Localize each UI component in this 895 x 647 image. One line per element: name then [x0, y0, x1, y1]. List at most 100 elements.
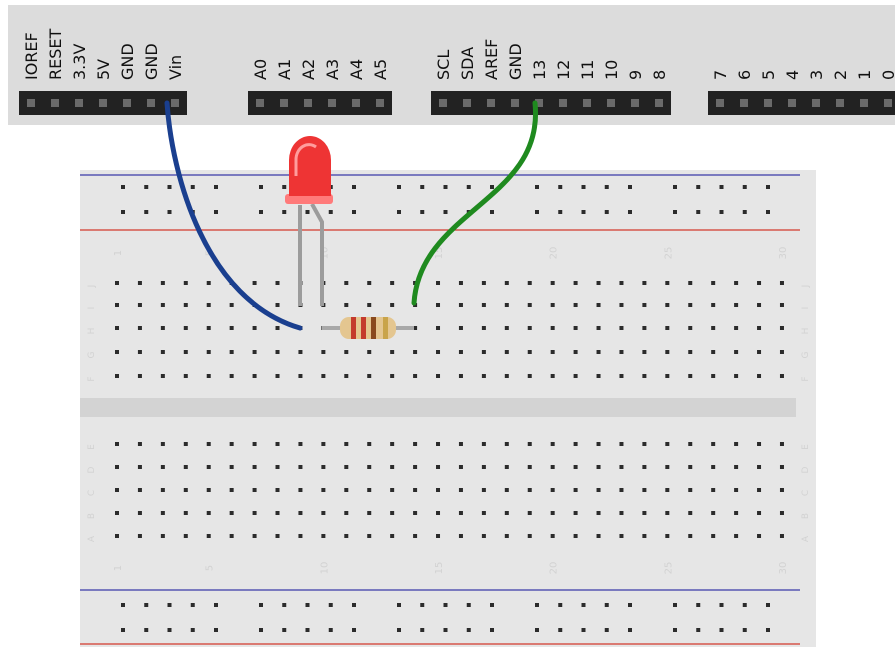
header-pin-hole[interactable]	[51, 99, 59, 107]
breadboard-hole[interactable]	[535, 628, 539, 632]
breadboard-hole[interactable]	[466, 185, 471, 189]
breadboard-hole[interactable]	[328, 603, 333, 607]
breadboard-hole[interactable]	[766, 210, 770, 214]
breadboard-hole[interactable]	[711, 442, 716, 446]
breadboard-hole[interactable]	[766, 185, 770, 189]
breadboard-hole[interactable]	[757, 534, 762, 538]
breadboard-hole[interactable]	[596, 374, 601, 378]
breadboard-hole[interactable]	[167, 185, 172, 189]
breadboard-hole[interactable]	[321, 465, 326, 469]
breadboard-hole[interactable]	[535, 185, 539, 189]
header-pin-hole[interactable]	[716, 99, 724, 107]
breadboard-hole[interactable]	[481, 511, 486, 515]
breadboard-hole[interactable]	[367, 488, 372, 492]
header-pin-hole[interactable]	[256, 99, 264, 107]
breadboard-hole[interactable]	[390, 534, 395, 538]
breadboard-hole[interactable]	[550, 303, 555, 307]
breadboard-hole[interactable]	[581, 628, 586, 632]
header-pin-hole[interactable]	[607, 99, 615, 107]
breadboard-hole[interactable]	[665, 442, 670, 446]
breadboard-hole[interactable]	[160, 350, 165, 354]
breadboard-hole[interactable]	[481, 534, 486, 538]
breadboard-hole[interactable]	[504, 534, 509, 538]
breadboard-hole[interactable]	[596, 281, 601, 285]
breadboard-hole[interactable]	[665, 488, 670, 492]
breadboard-hole[interactable]	[734, 511, 739, 515]
breadboard-hole[interactable]	[711, 303, 716, 307]
breadboard-hole[interactable]	[397, 185, 401, 189]
breadboard-hole[interactable]	[305, 603, 310, 607]
breadboard-hole[interactable]	[259, 185, 263, 189]
breadboard-hole[interactable]	[436, 281, 441, 285]
breadboard-hole[interactable]	[390, 511, 395, 515]
breadboard-hole[interactable]	[665, 350, 670, 354]
header-pin-hole[interactable]	[123, 99, 131, 107]
breadboard-hole[interactable]	[305, 628, 310, 632]
breadboard-hole[interactable]	[481, 326, 486, 330]
breadboard-hole[interactable]	[436, 442, 441, 446]
breadboard-hole[interactable]	[137, 442, 142, 446]
breadboard-hole[interactable]	[719, 603, 724, 607]
breadboard-hole[interactable]	[665, 534, 670, 538]
header-pin-hole[interactable]	[860, 99, 868, 107]
breadboard-hole[interactable]	[688, 534, 693, 538]
header-pin-hole[interactable]	[304, 99, 312, 107]
breadboard-hole[interactable]	[573, 350, 578, 354]
breadboard-hole[interactable]	[397, 628, 401, 632]
breadboard-hole[interactable]	[183, 281, 188, 285]
breadboard-hole[interactable]	[321, 350, 326, 354]
breadboard-hole[interactable]	[390, 465, 395, 469]
breadboard-hole[interactable]	[779, 511, 784, 515]
breadboard-hole[interactable]	[144, 628, 149, 632]
breadboard-hole[interactable]	[604, 628, 609, 632]
breadboard-hole[interactable]	[115, 374, 119, 378]
breadboard-hole[interactable]	[619, 534, 624, 538]
breadboard-hole[interactable]	[573, 326, 578, 330]
breadboard-hole[interactable]	[504, 350, 509, 354]
breadboard-hole[interactable]	[688, 303, 693, 307]
breadboard-hole[interactable]	[642, 534, 647, 538]
breadboard-hole[interactable]	[160, 374, 165, 378]
breadboard-hole[interactable]	[596, 303, 601, 307]
breadboard-hole[interactable]	[115, 442, 119, 446]
breadboard-hole[interactable]	[183, 303, 188, 307]
breadboard-hole[interactable]	[436, 350, 441, 354]
header-pin-hole[interactable]	[171, 99, 179, 107]
breadboard-hole[interactable]	[167, 603, 172, 607]
breadboard-hole[interactable]	[367, 281, 372, 285]
breadboard-hole[interactable]	[535, 603, 539, 607]
breadboard-hole[interactable]	[420, 210, 425, 214]
breadboard-hole[interactable]	[367, 374, 372, 378]
breadboard-hole[interactable]	[206, 534, 211, 538]
breadboard-hole[interactable]	[137, 303, 142, 307]
breadboard-hole[interactable]	[413, 374, 418, 378]
breadboard-hole[interactable]	[352, 628, 356, 632]
breadboard-hole[interactable]	[160, 534, 165, 538]
breadboard-hole[interactable]	[206, 350, 211, 354]
breadboard-hole[interactable]	[642, 303, 647, 307]
breadboard-hole[interactable]	[413, 488, 418, 492]
breadboard-hole[interactable]	[642, 442, 647, 446]
breadboard-hole[interactable]	[665, 303, 670, 307]
breadboard-hole[interactable]	[367, 534, 372, 538]
breadboard-hole[interactable]	[252, 350, 257, 354]
breadboard-hole[interactable]	[504, 442, 509, 446]
breadboard-hole[interactable]	[298, 534, 303, 538]
breadboard-hole[interactable]	[550, 442, 555, 446]
breadboard-hole[interactable]	[190, 603, 195, 607]
breadboard-hole[interactable]	[673, 210, 677, 214]
breadboard-hole[interactable]	[115, 303, 119, 307]
breadboard-hole[interactable]	[696, 185, 701, 189]
breadboard-hole[interactable]	[144, 603, 149, 607]
breadboard-hole[interactable]	[573, 511, 578, 515]
breadboard-hole[interactable]	[344, 350, 349, 354]
header-pin-hole[interactable]	[147, 99, 155, 107]
breadboard-hole[interactable]	[160, 488, 165, 492]
breadboard-hole[interactable]	[275, 374, 280, 378]
breadboard-hole[interactable]	[420, 603, 425, 607]
breadboard-hole[interactable]	[436, 511, 441, 515]
breadboard-hole[interactable]	[742, 210, 747, 214]
breadboard-hole[interactable]	[275, 534, 280, 538]
breadboard-hole[interactable]	[642, 350, 647, 354]
breadboard-hole[interactable]	[160, 326, 165, 330]
